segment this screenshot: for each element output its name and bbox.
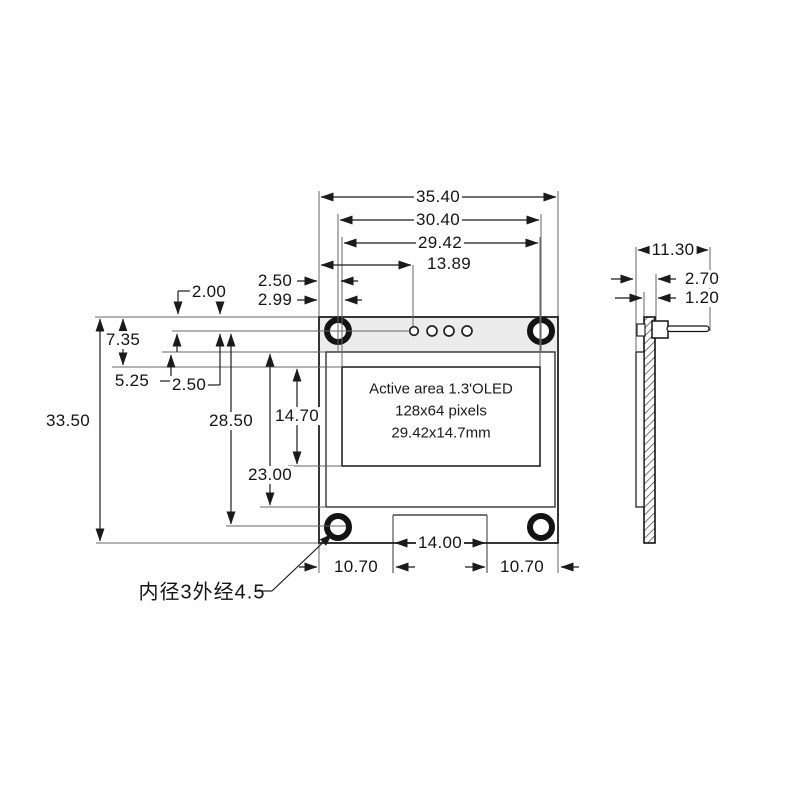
mounting-hole-bottom-left <box>324 513 352 541</box>
dim-label-active-margin: 2.99 <box>255 290 295 310</box>
pin-lead <box>666 325 710 333</box>
pin-hole-3 <box>443 325 455 337</box>
dim-label-glass-height: 23.00 <box>245 465 295 485</box>
active-area-line1: Active area 1.3'OLED <box>369 380 513 398</box>
active-area-line2: 128x64 pixels <box>395 402 487 420</box>
dimension-lines <box>95 192 709 592</box>
front-view <box>318 316 559 573</box>
component-nub <box>636 323 646 337</box>
dim-label-total-width: 35.40 <box>413 187 463 207</box>
dim-label-glass-margin: 2.50 <box>255 271 295 291</box>
dim-label-pcb-thickness: 1.20 <box>682 288 722 308</box>
pin-hole-2 <box>426 325 438 337</box>
active-area-outline <box>341 366 541 467</box>
dim-label-glass-top: 5.25 <box>112 371 152 391</box>
dim-label-top-offset: 2.00 <box>189 282 229 302</box>
dim-label-hole-span-h: 30.40 <box>413 210 463 230</box>
top-band <box>319 317 558 352</box>
dim-label-bottom-right: 10.70 <box>497 557 547 577</box>
glass-side-profile <box>635 351 645 508</box>
pin-hole-1 <box>408 325 420 337</box>
active-area-label: Active area 1.3'OLED 128x64 pixels 29.42… <box>369 378 513 443</box>
dim-label-glass-active-gap: 2.50 <box>169 375 209 395</box>
dim-label-module-thickness: 2.70 <box>682 269 722 289</box>
dim-label-hole-span-v: 28.50 <box>206 411 256 431</box>
dim-label-connector-width: 14.00 <box>415 533 465 553</box>
mounting-hole-bottom-right <box>527 513 555 541</box>
dim-label-active-height: 14.70 <box>272 406 322 426</box>
dim-label-active-width: 29.42 <box>415 233 465 253</box>
dim-label-pin-offset: 13.89 <box>424 254 474 274</box>
pin-header-body <box>651 320 669 339</box>
dim-label-active-top: 7.35 <box>103 330 143 350</box>
dim-label-depth-total: 11.30 <box>649 240 697 260</box>
pin-hole-4 <box>461 325 473 337</box>
active-area-line3: 29.42x14.7mm <box>391 423 491 441</box>
dim-label-bottom-left: 10.70 <box>331 557 381 577</box>
dim-label-total-height: 33.50 <box>43 411 93 431</box>
hole-diameter-note: 内径3外经4.5 <box>138 581 266 604</box>
pcb-cross-section <box>643 316 656 544</box>
side-view <box>635 316 710 544</box>
